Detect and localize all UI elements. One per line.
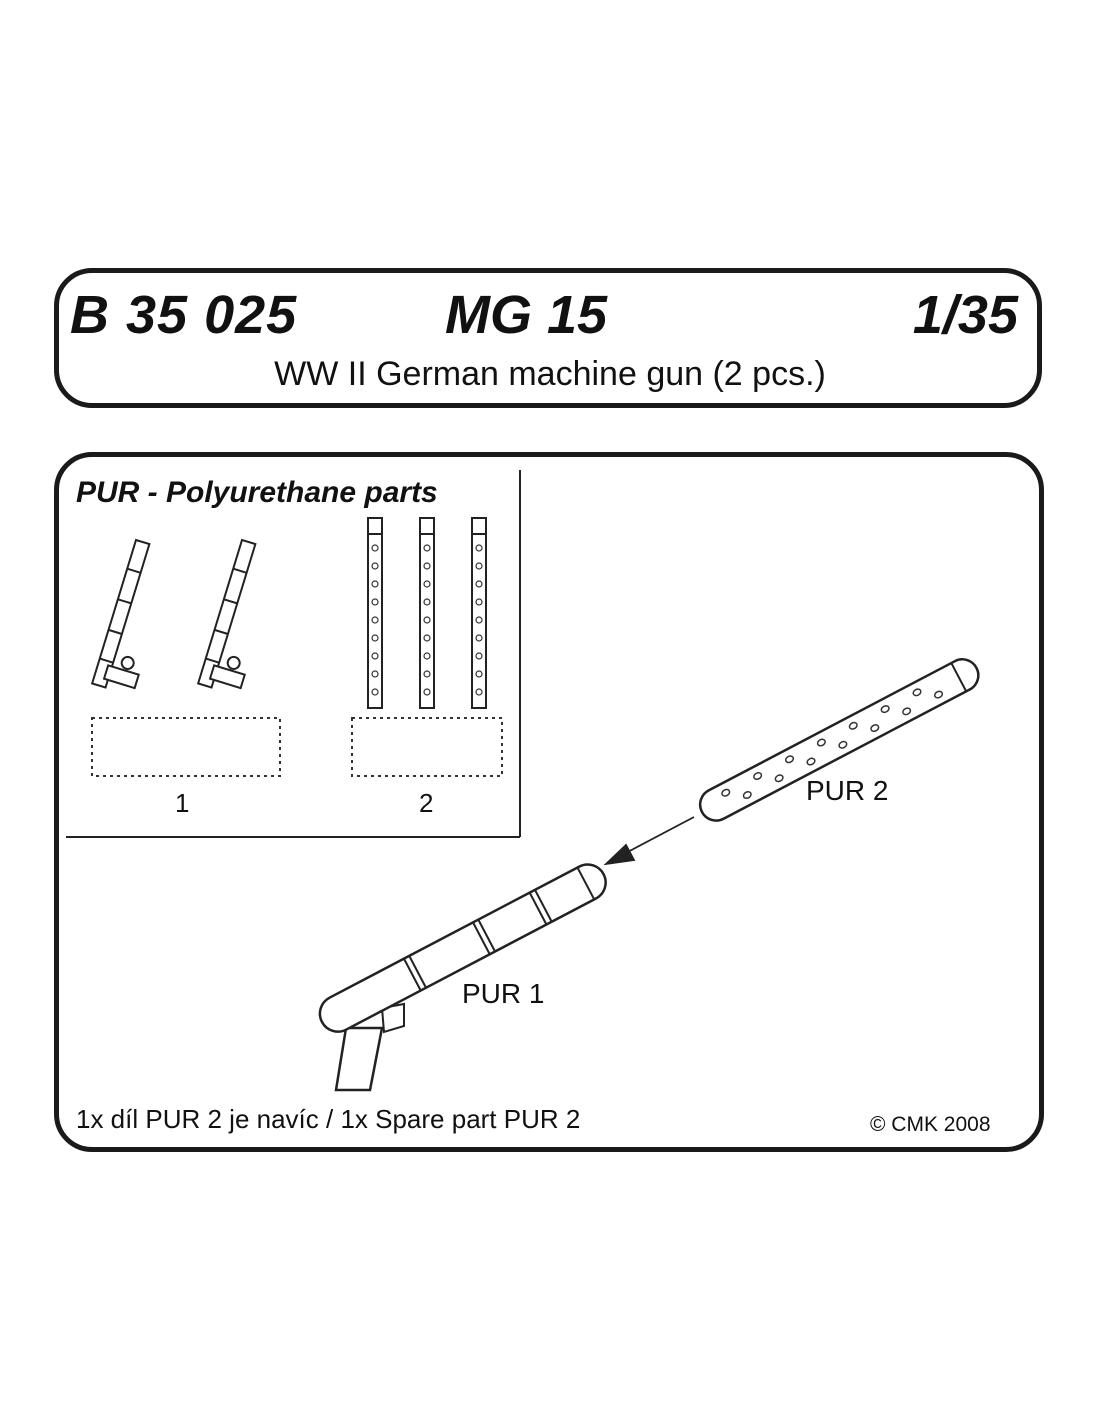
instruction-frame: [54, 452, 1044, 1152]
pur-2-label: PUR 2: [806, 775, 889, 806]
sprue-2-barrel-jackets: [367, 517, 487, 709]
sprue-1-casting-block: [91, 717, 281, 777]
product-subtitle: WW II German machine gun (2 pcs.): [274, 355, 826, 393]
model-scale: 1/35: [912, 285, 1018, 345]
pur-1-gun-body: [318, 863, 607, 1092]
sprue-1-gun-bodies: [90, 538, 257, 690]
parts-panel-border: [66, 470, 521, 838]
parts-panel-title: PUR - Polyurethane parts: [76, 476, 438, 509]
pur-1-label: PUR 1: [462, 978, 545, 1009]
product-code: B 35 025: [70, 285, 298, 345]
assembly-arrow: [603, 816, 695, 866]
spare-part-note: 1x díl PUR 2 je navíc / 1x Spare part PU…: [76, 1104, 581, 1134]
barrel-jacket-perforations: [371, 544, 483, 696]
product-name: MG 15: [445, 285, 608, 345]
pur-2-barrel-jacket: [698, 658, 980, 822]
title-frame: [54, 268, 1042, 408]
sprue-1-number: 1: [175, 788, 190, 818]
sprue-2-casting-block: [351, 717, 503, 777]
sprue-2-number: 2: [419, 788, 434, 818]
copyright-notice: © CMK 2008: [870, 1113, 991, 1136]
